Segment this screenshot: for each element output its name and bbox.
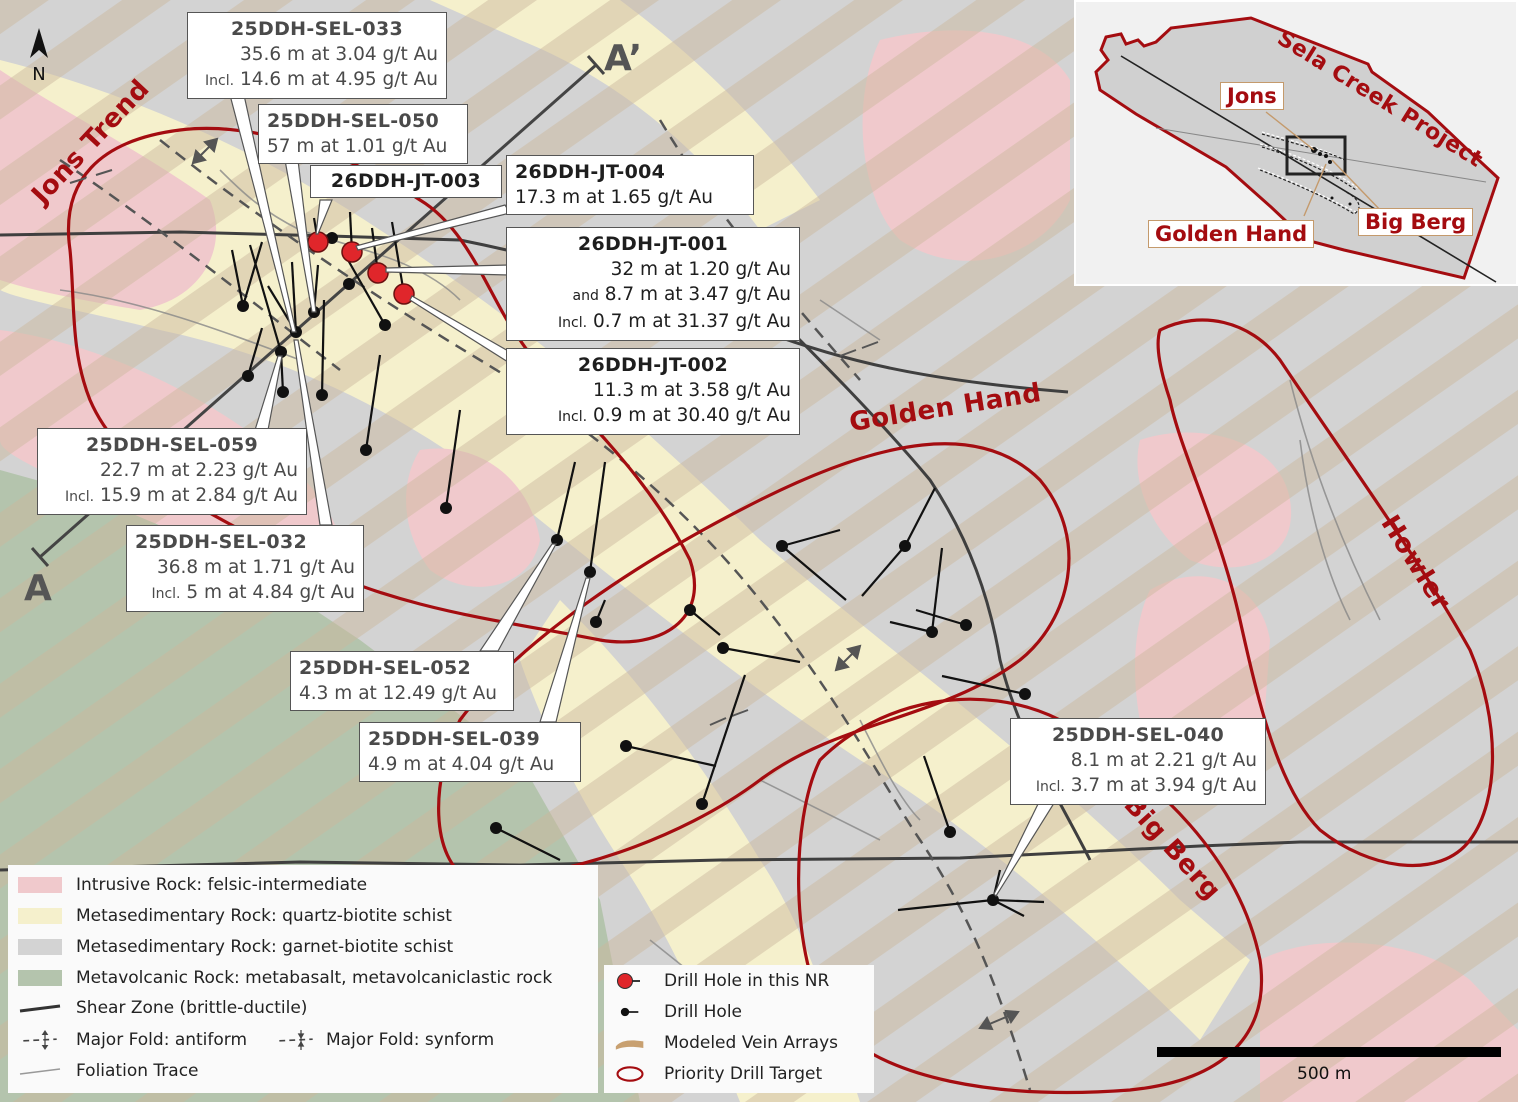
legend-label: Modeled Vein Arrays bbox=[664, 1033, 839, 1053]
callout-title: 26DDH-JT-004 bbox=[515, 161, 666, 183]
callout-title: 25DDH-SEL-039 bbox=[368, 728, 540, 750]
legend-item-shear-zone: Shear Zone (brittle-ductile) bbox=[18, 998, 307, 1018]
legend-label: Metasedimentary Rock: quartz-biotite sch… bbox=[76, 906, 452, 926]
callout-26ddh-jt-004: 26DDH-JT-004 17.3 m at 1.65 g/t Au bbox=[506, 155, 754, 215]
legend-label: Shear Zone (brittle-ductile) bbox=[76, 998, 308, 1018]
callout-intercept: 4.3 m at 12.49 g/t Au bbox=[299, 683, 498, 704]
callout-prefix: Incl. bbox=[205, 73, 235, 89]
callout-title: 25DDH-SEL-033 bbox=[231, 18, 403, 40]
legend-label: Intrusive Rock: felsic-intermediate bbox=[76, 875, 368, 895]
callout-25ddh-sel-052: 25DDH-SEL-052 4.3 m at 12.49 g/t Au bbox=[290, 651, 514, 711]
shear-zone-line-icon bbox=[19, 1004, 61, 1013]
callout-intercept: 0.9 m at 30.40 g/t Au bbox=[592, 405, 791, 426]
callout-title: 25DDH-SEL-032 bbox=[135, 531, 307, 553]
callout-25ddh-sel-033: 25DDH-SEL-033 35.6 m at 3.04 g/t Au Incl… bbox=[187, 12, 447, 99]
north-label: N bbox=[32, 64, 46, 85]
legend-label: Metavolcanic Rock: metabasalt, metavolca… bbox=[76, 968, 553, 988]
legend-item-vein-arrays: Modeled Vein Arrays bbox=[610, 1033, 838, 1053]
callout-intercept: 22.7 m at 2.23 g/t Au bbox=[99, 460, 298, 481]
callout-prefix: Incl. bbox=[558, 315, 588, 331]
callout-intercept: 36.8 m at 1.71 g/t Au bbox=[156, 557, 355, 578]
legend-label: Foliation Trace bbox=[76, 1061, 199, 1081]
callout-25ddh-sel-040: 25DDH-SEL-040 8.1 m at 2.21 g/t Au Incl.… bbox=[1010, 718, 1266, 805]
callout-prefix: Incl. bbox=[151, 586, 181, 602]
callout-title: 25DDH-SEL-040 bbox=[1052, 724, 1224, 746]
callout-prefix: Incl. bbox=[558, 409, 588, 425]
callout-25ddh-sel-059: 25DDH-SEL-059 22.7 m at 2.23 g/t Au Incl… bbox=[37, 428, 307, 515]
metavolcanic-swatch-icon bbox=[18, 970, 62, 986]
legend-label: Major Fold: synform bbox=[326, 1030, 495, 1050]
vein-array-swatch-icon bbox=[615, 1040, 644, 1050]
callout-25ddh-sel-032: 25DDH-SEL-032 36.8 m at 1.71 g/t Au Incl… bbox=[126, 525, 364, 612]
antiform-icon bbox=[23, 1030, 57, 1050]
callout-intercept: 11.3 m at 3.58 g/t Au bbox=[592, 380, 791, 401]
callout-title: 25DDH-SEL-059 bbox=[86, 434, 258, 456]
inset-label-jons: Jons bbox=[1220, 82, 1284, 110]
legend-item-priority-target: Priority Drill Target bbox=[610, 1064, 822, 1084]
north-arrow: N bbox=[28, 28, 50, 84]
legend-label: Priority Drill Target bbox=[664, 1064, 823, 1084]
legend-item-metavolcanic: Metavolcanic Rock: metabasalt, metavolca… bbox=[18, 968, 552, 988]
legend-geology: Intrusive Rock: felsic-intermediate Meta… bbox=[8, 865, 598, 1093]
inset-label-big-berg: Big Berg bbox=[1358, 208, 1474, 236]
scale-bar-label: 500 m bbox=[1297, 1064, 1352, 1084]
black-drill-hole-icon bbox=[620, 1007, 639, 1017]
callout-title: 26DDH-JT-003 bbox=[330, 170, 482, 192]
legend-item-drill-hole: Drill Hole bbox=[610, 1002, 742, 1022]
north-arrow-icon bbox=[30, 28, 48, 58]
inset-label-golden-hand: Golden Hand bbox=[1148, 220, 1315, 248]
legend-item-synform: Major Fold: synform bbox=[274, 1030, 494, 1050]
legend-drilling: Drill Hole in this NR Drill Hole Modeled… bbox=[604, 965, 874, 1093]
callout-title: 26DDH-JT-002 bbox=[577, 354, 729, 376]
synform-icon bbox=[279, 1030, 313, 1050]
quartz-biotite-swatch-icon bbox=[18, 908, 62, 924]
callout-intercept: 14.6 m at 4.95 g/t Au bbox=[239, 69, 438, 90]
callout-intercept: 0.7 m at 31.37 g/t Au bbox=[592, 311, 791, 332]
legend-label: Major Fold: antiform bbox=[76, 1030, 248, 1050]
callout-intercept: 8.1 m at 2.21 g/t Au bbox=[1070, 750, 1257, 771]
section-end-label: A’ bbox=[604, 38, 643, 79]
intrusive-swatch-icon bbox=[18, 877, 62, 893]
legend-label: Metasedimentary Rock: garnet-biotite sch… bbox=[76, 937, 454, 957]
legend-item-garnet-biotite: Metasedimentary Rock: garnet-biotite sch… bbox=[18, 937, 453, 957]
legend-label: Drill Hole bbox=[664, 1002, 743, 1022]
callout-intercept: 3.7 m at 3.94 g/t Au bbox=[1070, 775, 1257, 796]
callout-intercept: 17.3 m at 1.65 g/t Au bbox=[515, 187, 714, 208]
callout-title: 25DDH-SEL-052 bbox=[299, 657, 471, 679]
callout-26ddh-jt-002: 26DDH-JT-002 11.3 m at 3.58 g/t Au Incl.… bbox=[506, 348, 800, 435]
foliation-trace-icon bbox=[19, 1068, 61, 1075]
legend-item-drill-hole-nr: Drill Hole in this NR bbox=[610, 971, 829, 991]
garnet-biotite-swatch-icon bbox=[18, 939, 62, 955]
callout-25ddh-sel-050: 25DDH-SEL-050 57 m at 1.01 g/t Au bbox=[258, 104, 468, 164]
inset-location-map: Sela Creek Project Jons Golden Hand Big … bbox=[1074, 0, 1518, 286]
legend-item-antiform: Major Fold: antiform bbox=[18, 1030, 247, 1050]
callout-intercept: 8.7 m at 3.47 g/t Au bbox=[604, 284, 791, 305]
callout-title: 25DDH-SEL-050 bbox=[267, 110, 439, 132]
callout-prefix: Incl. bbox=[1035, 779, 1065, 795]
callout-26ddh-jt-003: 26DDH-JT-003 bbox=[310, 165, 502, 198]
callout-intercept: 4.9 m at 4.04 g/t Au bbox=[368, 754, 555, 775]
target-outline-icon bbox=[616, 1066, 644, 1082]
callout-intercept: 5 m at 4.84 g/t Au bbox=[186, 582, 355, 603]
callout-intercept: 35.6 m at 3.04 g/t Au bbox=[239, 44, 438, 65]
callout-26ddh-jt-001: 26DDH-JT-001 32 m at 1.20 g/t Au and 8.7… bbox=[506, 227, 800, 341]
callout-prefix: and bbox=[572, 288, 599, 304]
callout-intercept: 15.9 m at 2.84 g/t Au bbox=[99, 485, 298, 506]
callout-title: 26DDH-JT-001 bbox=[577, 233, 729, 255]
callout-25ddh-sel-039: 25DDH-SEL-039 4.9 m at 4.04 g/t Au bbox=[359, 722, 581, 782]
scale-bar bbox=[1157, 1047, 1501, 1057]
legend-item-intrusive: Intrusive Rock: felsic-intermediate bbox=[18, 875, 367, 895]
legend-label: Drill Hole in this NR bbox=[664, 971, 830, 991]
section-start-label: A bbox=[24, 568, 52, 609]
legend-item-foliation: Foliation Trace bbox=[18, 1061, 199, 1081]
callout-prefix: Incl. bbox=[65, 489, 95, 505]
callout-intercept: 57 m at 1.01 g/t Au bbox=[267, 136, 448, 157]
callout-intercept: 32 m at 1.20 g/t Au bbox=[610, 259, 791, 280]
legend-item-quartz-biotite: Metasedimentary Rock: quartz-biotite sch… bbox=[18, 906, 452, 926]
red-drill-hole-icon bbox=[616, 972, 640, 990]
